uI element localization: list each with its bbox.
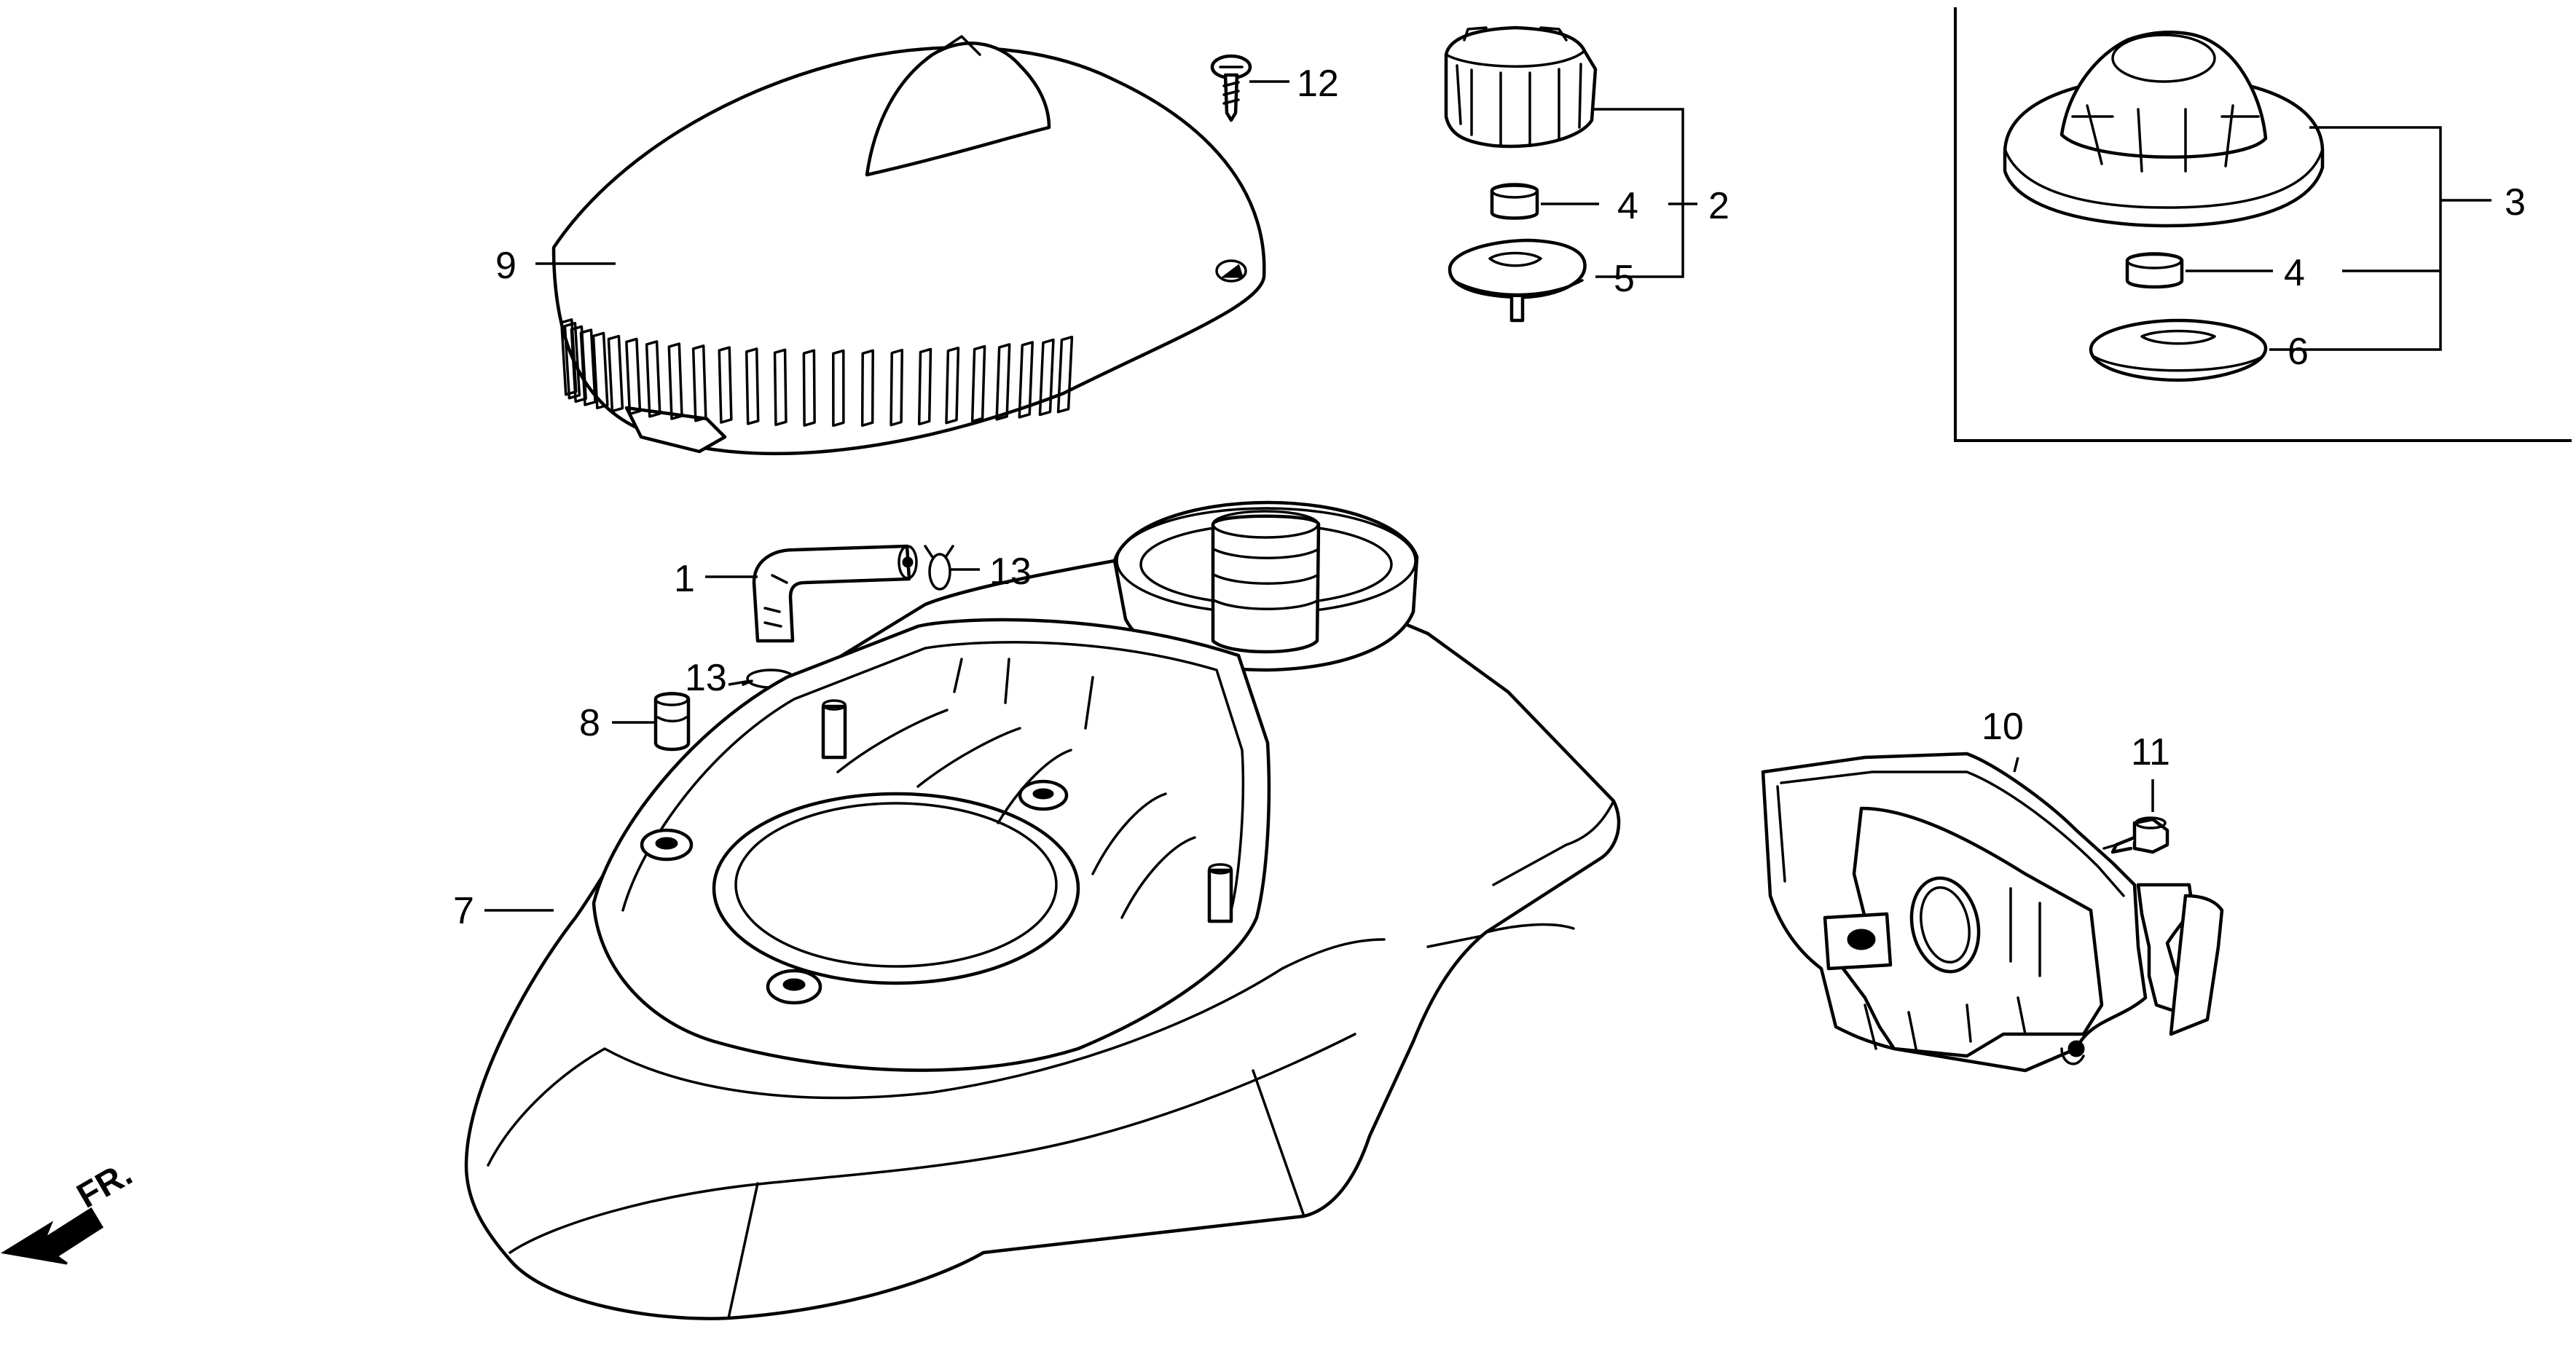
vent-slot (995, 343, 1011, 421)
vent-slot (592, 331, 609, 410)
vent-slot (745, 347, 760, 425)
callout-3: 3 (2505, 181, 2526, 224)
callout-4-left: 4 (1617, 185, 1638, 227)
vent-slot (625, 337, 642, 416)
callout-10: 10 (1982, 706, 2024, 748)
vent-slot (691, 344, 707, 422)
vent-slot (579, 328, 597, 406)
callout-2: 2 (1708, 185, 1729, 227)
hose-clip-part-upper (924, 545, 954, 591)
screw-part (1210, 54, 1252, 122)
callout-1: 1 (674, 558, 695, 600)
callout-11: 11 (2131, 731, 2170, 773)
vent-slot (832, 349, 845, 427)
breather-tube-part (752, 544, 918, 643)
callout-bracket-left (1541, 108, 1697, 278)
grommet-part (653, 692, 691, 752)
large-fuel-cap-part (2003, 31, 2325, 228)
vent-slot (773, 348, 788, 427)
vent-slot (607, 334, 624, 413)
fan-shroud-part (464, 500, 1621, 1320)
vent-slot (860, 349, 874, 427)
large-cap-gasket-part (2125, 252, 2184, 289)
vent-slot (718, 346, 733, 424)
mount-boss-4 (821, 699, 1233, 923)
front-label: FR. (71, 1154, 138, 1216)
mount-boss-3 (766, 969, 822, 1005)
vent-slot (645, 340, 661, 418)
guard-bracket-part (1761, 752, 2224, 1073)
mount-boss-1 (640, 828, 694, 862)
vent-slot (1056, 335, 1074, 414)
bolt-part (2102, 816, 2169, 854)
leader-lines (484, 80, 2154, 912)
vent-slot (802, 349, 816, 427)
vent-slot (563, 321, 581, 400)
callout-5: 5 (1614, 258, 1635, 300)
front-arrow-icon (0, 1207, 104, 1265)
callout-8: 8 (579, 702, 600, 744)
vent-slot (667, 342, 683, 420)
front-direction-indicator: FR. (0, 1154, 138, 1265)
inset-panel (1954, 7, 2572, 442)
fuel-cap-part (1444, 25, 1598, 149)
vent-slot (1038, 338, 1055, 417)
vent-slot (917, 347, 932, 426)
starter-cover-part (551, 35, 1266, 456)
vent-slot (970, 344, 986, 423)
vent-slot (1018, 341, 1034, 419)
vent-slot (945, 346, 960, 425)
cap-seal-part (1448, 238, 1587, 323)
callout-6: 6 (2288, 331, 2309, 373)
callout-7: 7 (453, 890, 474, 932)
callout-4-right: 4 (2284, 252, 2305, 294)
callout-13-lower: 13 (685, 657, 727, 699)
callout-12: 12 (1297, 63, 1339, 105)
callout-13-upper: 13 (989, 551, 1032, 593)
callout-labels: 1 2 3 4 4 5 6 7 8 9 10 11 12 13 13 (453, 63, 2526, 932)
cap-gasket-part (1490, 183, 1539, 220)
vent-slot (890, 348, 904, 427)
callout-9: 9 (495, 245, 517, 287)
large-cap-seal-part (2089, 318, 2268, 382)
mount-boss-2 (1018, 779, 1069, 811)
